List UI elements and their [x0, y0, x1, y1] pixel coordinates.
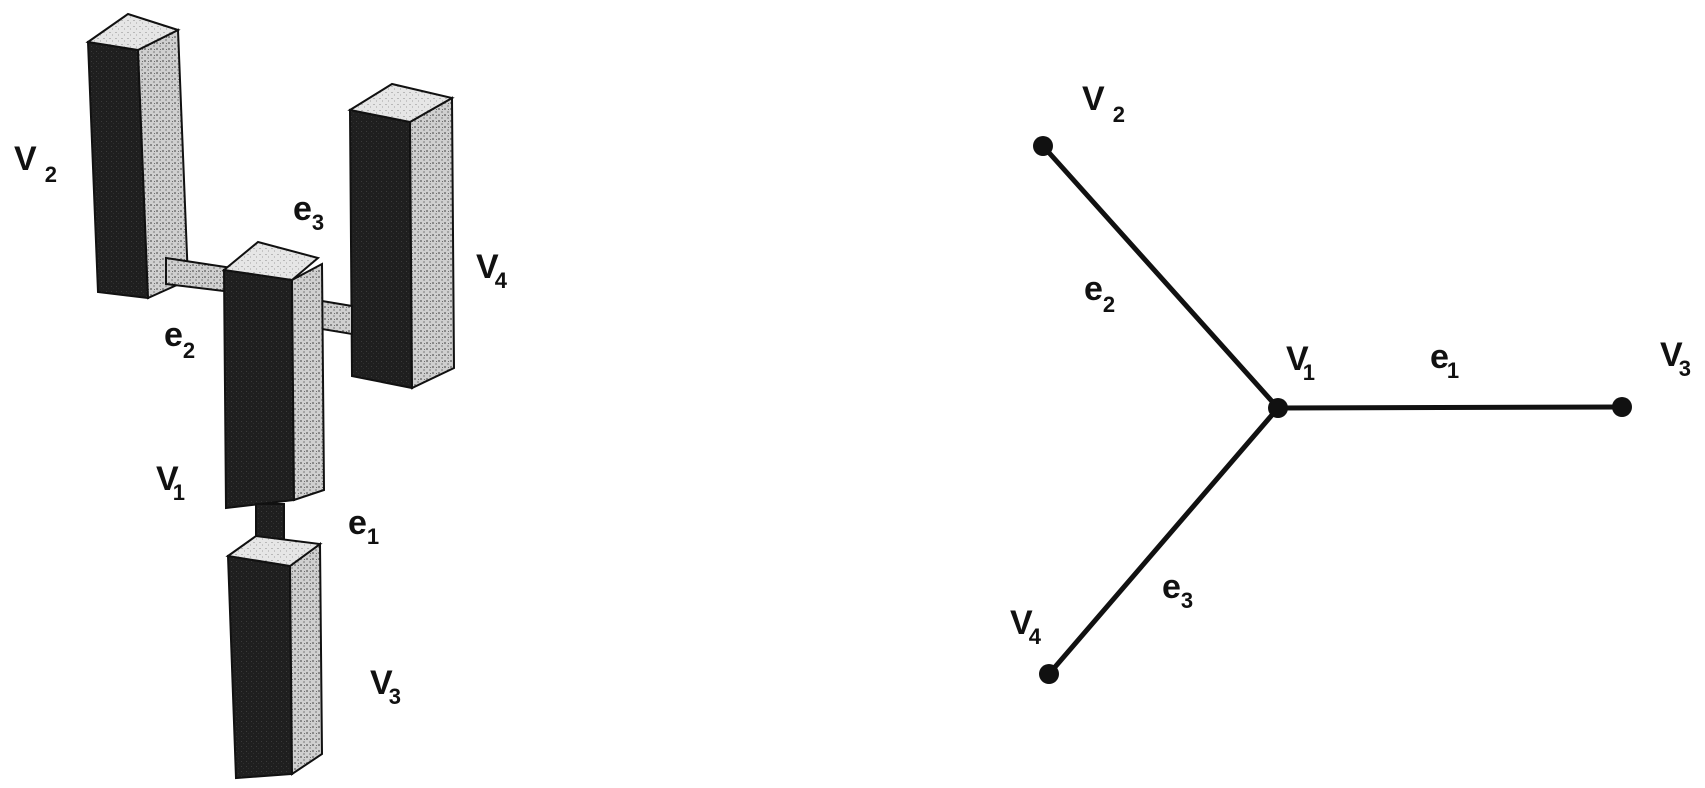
- node-v1: [1268, 398, 1288, 418]
- block-v3: [225, 534, 324, 780]
- left-label-e3: e3: [293, 190, 324, 235]
- graph-label-v4: V4: [1010, 604, 1042, 649]
- block-v4: [347, 82, 456, 390]
- left-label-v1: V1: [156, 460, 185, 505]
- left-label-e1: e1: [348, 504, 379, 549]
- node-v3: [1612, 397, 1632, 417]
- graph-label-e2: e2: [1084, 270, 1115, 317]
- edge-e3: [1046, 405, 1281, 677]
- graph-label-e3: e3: [1162, 568, 1193, 613]
- block-v1: [221, 240, 326, 510]
- connector-e2: [165, 256, 233, 294]
- node-v2: [1033, 136, 1053, 156]
- edge-e1: [1275, 404, 1625, 411]
- block-v2: [85, 12, 190, 300]
- graph-label-v3: V3: [1660, 336, 1691, 381]
- graph-label-v1: V1: [1286, 340, 1315, 385]
- graph-label-e1: e1: [1430, 338, 1459, 383]
- left-label-e2: e2: [164, 316, 195, 363]
- left-label-v4: V4: [476, 248, 508, 293]
- node-v4: [1039, 664, 1059, 684]
- left-label-v3: V3: [370, 664, 401, 709]
- edge-e2: [1040, 143, 1281, 411]
